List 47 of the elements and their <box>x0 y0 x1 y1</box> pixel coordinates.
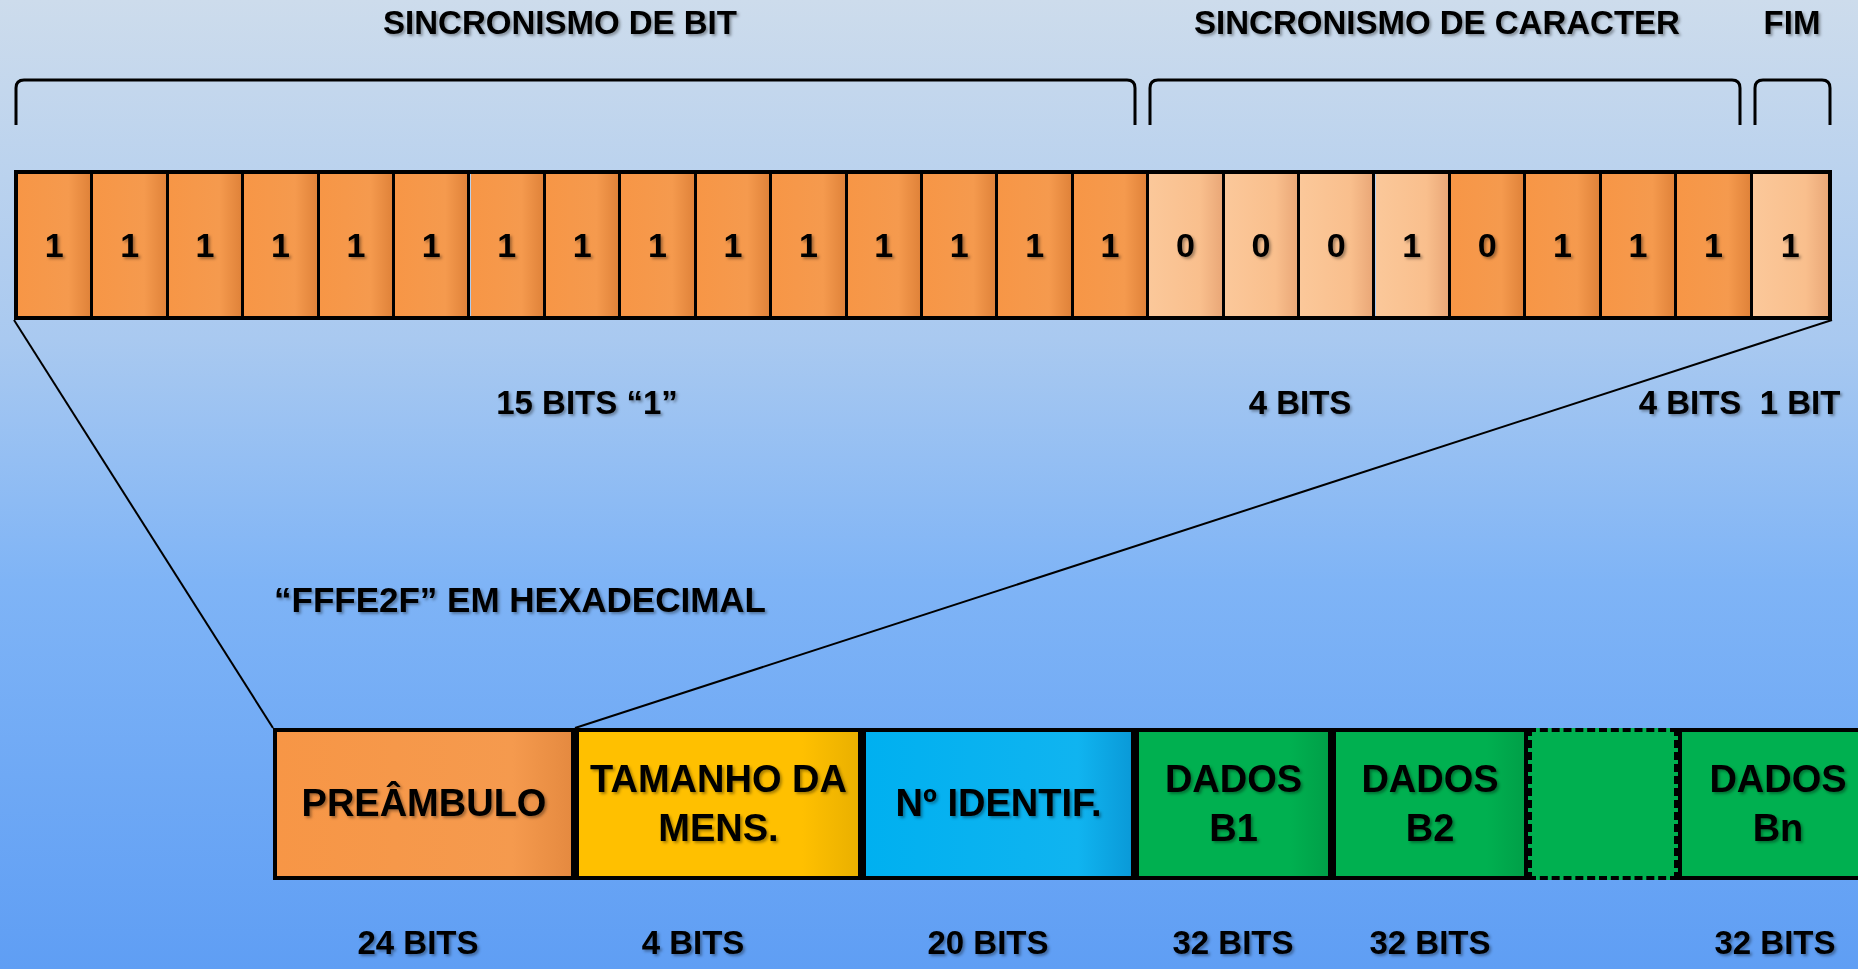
zoom-line <box>13 319 274 729</box>
bit-cell: 1 <box>18 174 94 316</box>
section-title: SINCRONISMO DE CARACTER <box>1194 4 1680 42</box>
bit-cell: 0 <box>1149 174 1225 316</box>
bit-cell: 1 <box>1677 174 1753 316</box>
bit-count-label: 4 BITS <box>1638 384 1742 422</box>
field-box: PREÂMBULO <box>273 728 575 880</box>
bit-cell: 1 <box>1526 174 1602 316</box>
field-box: DADOS B1 <box>1135 728 1332 880</box>
bit-count-label: 15 BITS “1” <box>496 384 678 422</box>
bit-cell: 1 <box>168 174 245 316</box>
bit-cell: 1 <box>93 174 169 316</box>
bit-cell: 1 <box>621 174 697 316</box>
field-box: DADOS B2 <box>1332 728 1528 880</box>
bit-cell: 0 <box>1300 174 1376 316</box>
bit-cell: 1 <box>847 174 923 316</box>
bit-cell: 1 <box>923 174 999 316</box>
bit-count-label: 32 BITS <box>1172 924 1294 962</box>
field-box: DADOS Bn <box>1678 728 1858 880</box>
bit-count-label: 1 BIT <box>1759 384 1841 422</box>
bit-count-label: “FFFE2F” EM HEXADECIMAL <box>274 580 766 620</box>
section-title: FIM <box>1763 4 1821 42</box>
bit-cell: 1 <box>1073 174 1150 316</box>
bit-count-label: 4 BITS <box>1248 384 1352 422</box>
bit-cell: 1 <box>1601 174 1678 316</box>
bit-count-label: 32 BITS <box>1369 924 1491 962</box>
section-title: SINCRONISMO DE BIT <box>383 4 737 42</box>
bit-cell: 1 <box>1752 174 1828 316</box>
zoom-line <box>574 319 1833 729</box>
bit-cell: 1 <box>998 174 1074 316</box>
bit-row <box>14 170 1832 320</box>
bit-cell: 1 <box>244 174 320 316</box>
bit-cell: 1 <box>470 174 546 316</box>
bit-count-label: 32 BITS <box>1714 924 1836 962</box>
bit-cell: 0 <box>1224 174 1301 316</box>
bit-count-label: 4 BITS <box>641 924 745 962</box>
bit-count-label: 24 BITS <box>357 924 479 962</box>
bit-cell: 1 <box>1375 174 1451 316</box>
bit-cell: 1 <box>772 174 848 316</box>
bit-cell: 0 <box>1450 174 1527 316</box>
bit-cell: 1 <box>395 174 471 316</box>
bit-cell: 1 <box>319 174 396 316</box>
bit-cell: 1 <box>696 174 773 316</box>
field-box: TAMANHO DA MENS. <box>575 728 862 880</box>
bit-cell: 1 <box>545 174 622 316</box>
bit-count-label: 20 BITS <box>927 924 1049 962</box>
field-box: Nº IDENTIF. <box>862 728 1135 880</box>
